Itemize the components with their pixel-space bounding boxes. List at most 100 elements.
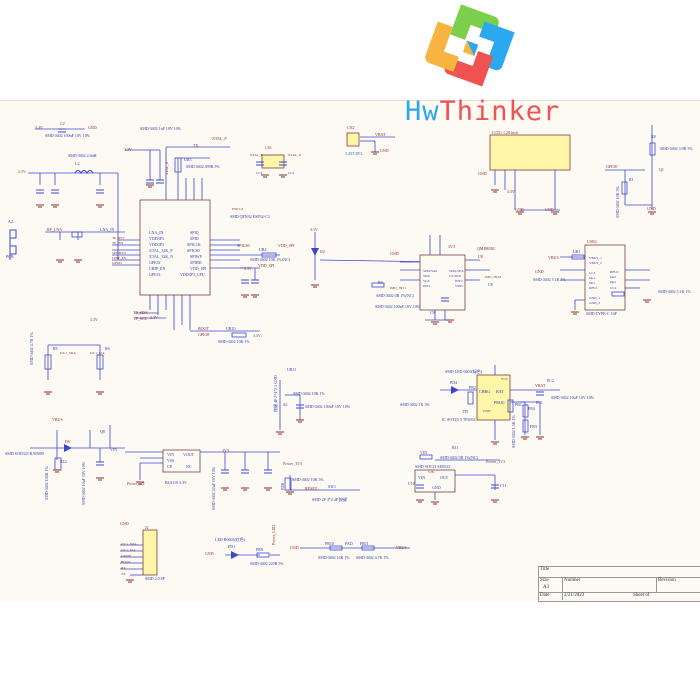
label-pd4: PD4 [450, 380, 458, 385]
label-pr2: PR2 [469, 385, 476, 390]
label-qmi-l1: SDO/SA0 [423, 269, 438, 273]
label-esp-ref: ESP-U1 [232, 207, 244, 211]
size-value: A3 [543, 585, 550, 590]
label-pin-r2: SPID [190, 236, 199, 241]
size-label: Size [540, 578, 549, 583]
label-s2-val: 按键 4P 2*4*2.5 GND [273, 375, 278, 412]
label-r1: R1 [629, 177, 634, 182]
label-pin-r4: SPICS0 [187, 248, 200, 253]
label-gpio3: GPIO3 [112, 261, 122, 265]
label-pin-r5: SPIWP [190, 254, 202, 259]
label-pr-val: SMD 0402 1.5K 1% [511, 415, 516, 448]
resistor [261, 252, 277, 258]
label-qmi-r3: INT2 [455, 279, 463, 283]
label-pr2-val: SMD 0402 1K 5% [400, 402, 430, 407]
resistor [231, 332, 247, 338]
label-r1-val: SMD 0402 10K 5% [615, 186, 620, 218]
label-v33-e: 3.3V [253, 333, 261, 338]
label-se-out: OUT [440, 475, 449, 480]
label-c2: C2 [60, 121, 65, 126]
number-label: Number [564, 578, 581, 583]
label-r5: R5 [53, 346, 58, 351]
label-pin-l3: VDD3P3 [149, 242, 164, 247]
label-usb2: USB2 [587, 239, 597, 244]
label-q1: Q1 [659, 167, 664, 172]
label-power-3v3: Power_3V3 [283, 461, 303, 466]
label-gpio0: GPIO0 [606, 164, 618, 169]
label-pr11: PR11 [360, 541, 369, 546]
resistor [611, 291, 625, 297]
logo-orange-piece [425, 21, 459, 72]
label-pin-r7: VDD_SPI [190, 266, 207, 271]
label-qmi: QMI8658C [477, 246, 496, 251]
label-r4: R4 [378, 280, 383, 285]
label-j2-part: SMD 2.0 8P [145, 576, 165, 581]
label-tp-int: TP_INT [112, 241, 124, 245]
label-d6: D6 [65, 439, 70, 444]
resistor [44, 354, 52, 370]
label-se33: SMD SOT23 SE8533 [415, 464, 450, 469]
label-imu-int2: IMU_INT2 [485, 275, 502, 279]
lcd-connector [489, 134, 571, 171]
label-pr8: PR8 [280, 483, 285, 490]
j2-header [142, 529, 158, 576]
label-gnd-qmi: GND [390, 251, 399, 256]
label-ur3: UR3 [184, 157, 192, 162]
hwthinker-logo [425, 4, 515, 87]
led-pd1 [231, 551, 239, 559]
label-reg-vss: VSS [167, 458, 175, 463]
label-j2-4: BOOT [121, 560, 131, 564]
label-tp-rst: TP_RST [112, 236, 125, 240]
label-ur10-val: SMD 0402 10K 1% [218, 339, 250, 344]
label-pin-l1: LNA_IN [149, 230, 164, 235]
label-reg-vin: VIN [167, 452, 175, 457]
antenna-a2 [9, 229, 17, 260]
label-r12: R12 [60, 459, 67, 464]
schematic-sheet [0, 100, 700, 601]
label-r8-val: SMD 0402 3.9R 5% [660, 146, 693, 151]
label-usb-part: SMD TYPE-C 16P [586, 311, 617, 316]
label-gnd-a: GND [88, 125, 97, 130]
label-vbus2: VBUS [52, 417, 63, 422]
resistor [419, 454, 433, 460]
label-usb-l6: RFU1 [589, 286, 598, 290]
logo-center-accent [467, 40, 479, 56]
label-i2c-sda: I2C1_SDA [60, 351, 76, 355]
label-pd1-ref: PD1 [228, 544, 236, 549]
label-pr11-val: SMD 0402 4.7K 1% [356, 555, 389, 560]
label-gnd-cn2: GND [380, 148, 389, 153]
diode-d6 [64, 444, 72, 452]
label-vbus: VBUS [548, 255, 559, 260]
label-v33-a: 3.3V [35, 125, 43, 130]
label-usb-r4: CC2 [610, 286, 617, 290]
label-c7-val: SMD 0402 100nF 16V 10% [305, 404, 351, 409]
label-j2-1: I2C1_SDA [121, 542, 137, 546]
label-ur11: UR11 [287, 367, 297, 372]
label-ur1: UR1 [573, 249, 581, 254]
label-reg-vout: VOUT [183, 452, 195, 457]
label-v33-c: 3.3V [124, 147, 132, 152]
label-q8: Q8 [100, 429, 105, 434]
label-v3v1: 3V3 [448, 244, 455, 249]
esp32-c3-chip [139, 199, 211, 296]
label-c5-val: SMD 0402 10uF 10V 10% [81, 461, 86, 505]
label-usb-l3: CC1 [589, 271, 596, 275]
label-tp-prog: PROG [494, 400, 505, 405]
label-tp-sda: TP_SDA [133, 310, 148, 315]
label-qmi-r1: SDO-SEX [449, 269, 464, 273]
date-value: 2/21/2023 [564, 593, 585, 598]
label-spimiso: SPIMISO [112, 251, 126, 255]
resistor [507, 399, 514, 413]
label-j2-5: RX [121, 566, 126, 570]
label-pd1: LED R0603(红色) [215, 537, 246, 542]
brand-thinker: Thinker [439, 96, 561, 127]
label-c9-val: SMD 0402 100nF 16V 10% [375, 304, 421, 309]
label-usb-r2: Dn2 [610, 275, 617, 279]
title-label: Title [540, 567, 550, 572]
label-pin-l2: VDD3P3 [149, 236, 164, 241]
label-vin: VIN [110, 447, 118, 452]
label-cn2-val: 1.25T 2P L [345, 151, 363, 156]
label-ur11-val: SMD 0402 10K 1% [293, 391, 325, 396]
label-esp-part: SMD QFN32 ESP32-C3 [230, 214, 270, 219]
